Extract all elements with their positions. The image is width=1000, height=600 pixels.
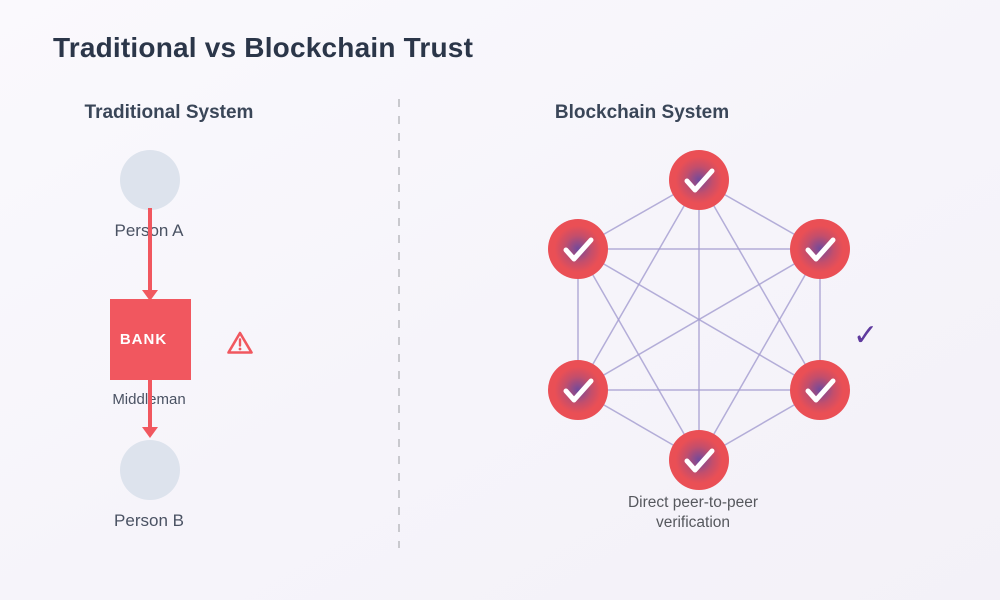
- blockchain-node: [548, 219, 608, 279]
- blockchain-node: [790, 360, 850, 420]
- network-caption-line2: verification: [655, 514, 731, 531]
- warning-icon: [226, 329, 254, 357]
- blockchain-heading: Blockchain System: [554, 102, 730, 123]
- node-check-icon: [563, 378, 594, 403]
- bank-label: BANK: [119, 331, 168, 348]
- panel-divider: [398, 99, 400, 548]
- page-title: Traditional vs Blockchain Trust: [53, 32, 474, 63]
- traditional-heading: Traditional System: [84, 102, 254, 123]
- blockchain-network-svg: [548, 150, 850, 490]
- blockchain-node: [790, 219, 850, 279]
- bank-box: BANK: [110, 299, 191, 380]
- node-check-icon: [805, 237, 836, 262]
- arrow-a-to-bank-head: [142, 290, 158, 301]
- person-b-label: Person B: [114, 511, 184, 530]
- arrow-a-to-bank-line: [148, 208, 152, 291]
- node-check-icon: [684, 168, 715, 193]
- blockchain-node: [669, 150, 729, 210]
- mesh-edge: [577, 248, 821, 391]
- person-b-circle: [120, 440, 180, 500]
- blockchain-node: [669, 430, 729, 490]
- network-caption-line1: Direct peer-to-peer: [627, 494, 759, 511]
- arrow-bank-to-b-head: [142, 427, 158, 438]
- node-check-icon: [805, 378, 836, 403]
- approval-check-icon: ✓: [853, 319, 879, 352]
- arrow-bank-to-b-line: [148, 380, 152, 429]
- node-check-icon: [684, 448, 715, 473]
- node-check-icon: [563, 237, 594, 262]
- network-caption: Direct peer-to-peer verification: [593, 493, 793, 533]
- blockchain-node: [548, 360, 608, 420]
- person-a-circle: [120, 150, 180, 210]
- mesh-edge: [698, 248, 821, 461]
